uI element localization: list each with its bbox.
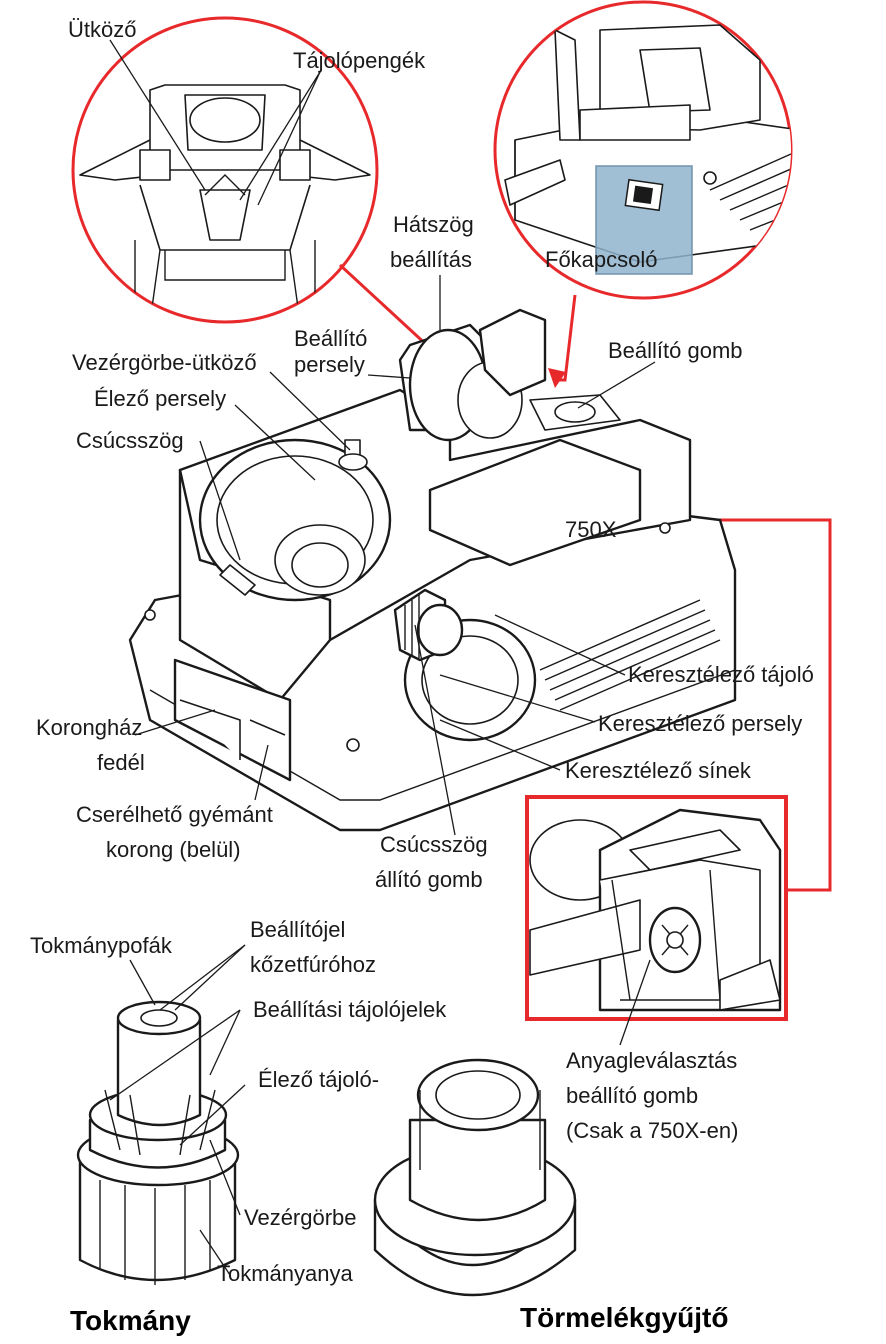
label-utkozo: Ütköző bbox=[68, 17, 136, 42]
label-csucsszog: Csúcsszög bbox=[76, 428, 184, 453]
label-tajolojelek: Beállítási tájolójelek bbox=[253, 997, 447, 1022]
label-tokmanyanya: Tokmányanya bbox=[217, 1261, 354, 1286]
label-fokapcsolo: Főkapcsoló bbox=[545, 247, 658, 272]
label-anyag-3: (Csak a 750X-en) bbox=[566, 1118, 738, 1143]
label-csucsszog-gomb-2: állító gomb bbox=[375, 867, 483, 892]
title-tokmany: Tokmány bbox=[70, 1305, 191, 1336]
label-tokmanypofak: Tokmánypofák bbox=[30, 933, 173, 958]
label-model-750x: 750X bbox=[565, 517, 617, 542]
label-tajolopengek: Tájolópengék bbox=[293, 48, 426, 73]
label-hatszog-1: Hátszög bbox=[393, 212, 474, 237]
label-beallito-persely-2: persely bbox=[294, 352, 365, 377]
label-keresztelezo-tajolo: Keresztélező tájoló bbox=[628, 662, 814, 687]
label-anyag-2: beállító gomb bbox=[566, 1083, 698, 1108]
detail-circle-blades bbox=[71, 16, 379, 324]
leader-lines bbox=[109, 39, 656, 1276]
label-gyemant-2: korong (belül) bbox=[106, 837, 241, 862]
sharpener-machine bbox=[128, 308, 737, 832]
label-gyemant-1: Cserélhető gyémánt bbox=[76, 802, 273, 827]
labels: Ütköző Tájolópengék Hátszög beállítás Fő… bbox=[30, 17, 814, 1336]
label-beallitojel-1: Beállítójel bbox=[250, 917, 345, 942]
label-beallito-gomb: Beállító gomb bbox=[608, 338, 743, 363]
label-elezo-tajolo: Élező tájoló- bbox=[258, 1067, 379, 1092]
label-korongaz-1: Korongház bbox=[36, 715, 142, 740]
label-vezergorbe-utkozo: Vezérgörbe-ütköző bbox=[72, 350, 257, 375]
title-tormelekgyujto: Törmelékgyűjtő bbox=[520, 1302, 728, 1333]
inset-750x-detail bbox=[525, 795, 788, 1021]
label-anyag-1: Anyagleválasztás bbox=[566, 1048, 737, 1073]
label-beallito-persely-1: Beállító bbox=[294, 326, 367, 351]
label-vezergorbe: Vezérgörbe bbox=[244, 1205, 357, 1230]
label-csucsszog-gomb-1: Csúcsszög bbox=[380, 832, 488, 857]
label-keresztelezo-sinek: Keresztélező sínek bbox=[565, 758, 752, 783]
label-korongaz-2: fedél bbox=[97, 750, 145, 775]
label-keresztelezo-persely: Keresztélező persely bbox=[598, 711, 802, 736]
chuck-illustration bbox=[76, 1000, 240, 1285]
label-elezo-persely: Élező persely bbox=[94, 386, 226, 411]
debris-collector-illustration bbox=[373, 1058, 577, 1297]
label-hatszog-2: beállítás bbox=[390, 247, 472, 272]
label-beallitojel-2: kőzetfúróhoz bbox=[250, 952, 376, 977]
detail-circle-switch bbox=[493, 0, 793, 300]
